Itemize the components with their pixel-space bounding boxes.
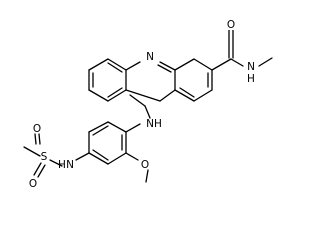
sulfonamide-hydrogen-label: H [58, 159, 66, 171]
amide-nitrogen-label: N [247, 61, 255, 73]
acridine-left-ring [88, 58, 127, 102]
bridge-hydrogen-label: H [154, 118, 162, 130]
anilino-ring [88, 121, 127, 165]
sulfonamide-nitrogen-label: N [66, 159, 74, 171]
amino-bridge [125, 105, 151, 133]
ether-oxygen-label: O [141, 159, 149, 171]
atom-labels: N O N H N H O N H S O O [29, 18, 255, 190]
chemical-structure-diagram: N O N H N H O N H S O O [23, 18, 273, 190]
amide-hydrogen-label: H [247, 73, 255, 85]
acridine-central-ring [125, 61, 176, 107]
sulfonyl-oxygen-top-label: O [33, 123, 41, 135]
bridge-nitrogen-label: N [146, 118, 154, 130]
sulfur-label: S [41, 151, 48, 163]
methanesulfonamide-group [23, 133, 90, 178]
ring-nitrogen-label: N [146, 51, 154, 63]
methoxy-group [125, 152, 149, 183]
amide-oxygen-label: O [227, 19, 235, 31]
acridine-right-ring [174, 58, 213, 102]
sulfonyl-oxygen-bottom-label: O [29, 178, 37, 190]
carboxamide-group [211, 29, 273, 71]
